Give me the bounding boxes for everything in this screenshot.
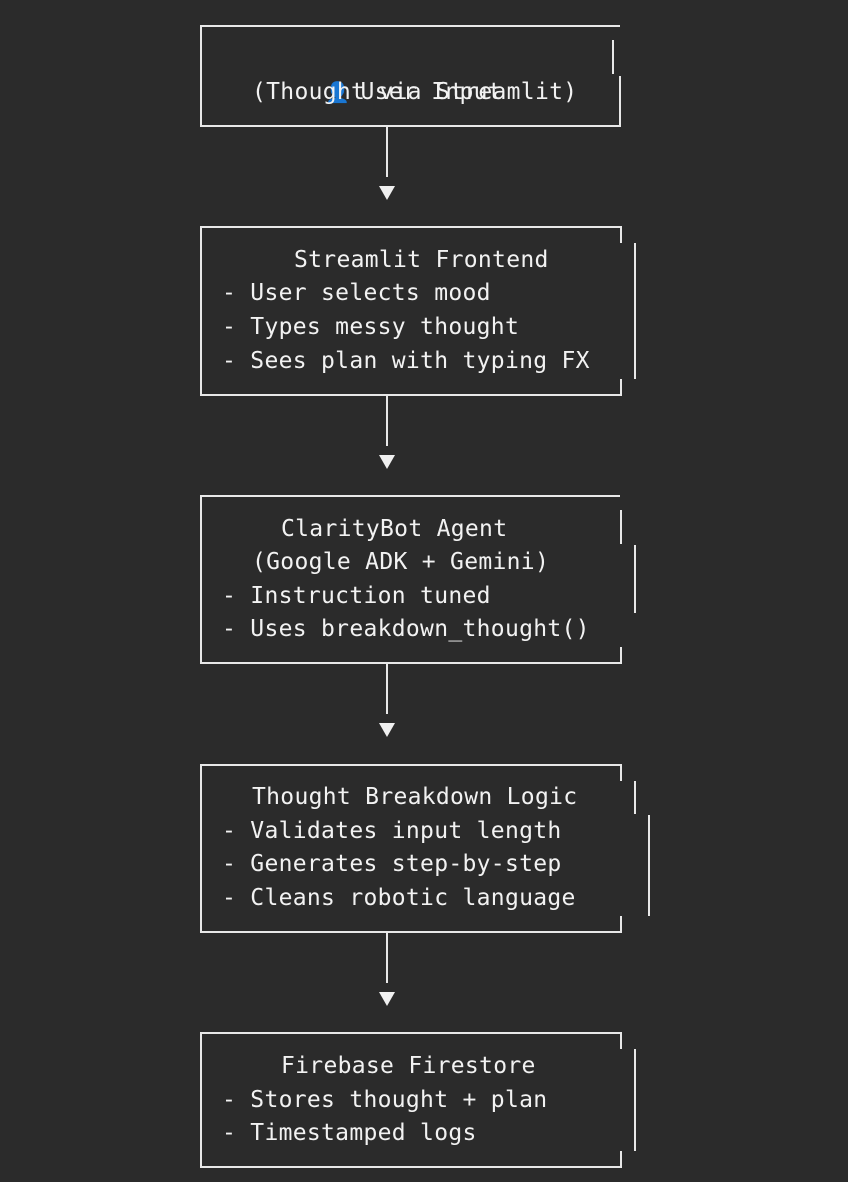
node-streamlit-frontend-right-border-c (620, 379, 622, 396)
arrow-4-stem (386, 933, 388, 983)
node-streamlit-frontend-title: Streamlit Frontend (294, 247, 549, 273)
node-firebase-firestore-item-2: - Timestamped logs (222, 1120, 477, 1146)
node-claritybot-agent-left-border (200, 495, 202, 664)
node-firebase-firestore-title: Firebase Firestore (281, 1053, 536, 1079)
node-streamlit-frontend-left-border (200, 226, 202, 396)
arrow-3-stem (386, 664, 388, 714)
node-user-input-left-border (200, 25, 202, 127)
user-icon: 👤 (325, 80, 351, 104)
node-thought-breakdown-logic (200, 764, 620, 933)
node-streamlit-frontend-item-2: - Types messy thought (222, 314, 520, 340)
node-user-input-right-border-a (612, 40, 614, 74)
arrow-1-head (379, 186, 395, 200)
node-thought-breakdown-logic-right-border-d (620, 916, 622, 933)
node-firebase-firestore-left-border (200, 1032, 202, 1168)
node-claritybot-agent-subtitle: (Google ADK + Gemini) (252, 549, 550, 575)
arrow-2-stem (386, 396, 388, 446)
node-thought-breakdown-logic-right-border-b (634, 781, 636, 814)
node-claritybot-agent-title: ClarityBot Agent (281, 516, 508, 542)
node-user-input-title: 👤User Input (297, 41, 502, 109)
node-thought-breakdown-logic-item-3: - Cleans robotic language (222, 885, 576, 911)
node-thought-breakdown-logic-item-1: - Validates input length (222, 818, 562, 844)
node-thought-breakdown-logic-item-2: - Generates step-by-step (222, 851, 562, 877)
arrow-2-head (379, 455, 395, 469)
node-claritybot-agent-right-border-b (634, 545, 636, 613)
node-streamlit-frontend-right-border-a (620, 226, 622, 243)
node-firebase-firestore-item-1: - Stores thought + plan (222, 1087, 548, 1113)
node-thought-breakdown-logic-title: Thought Breakdown Logic (252, 784, 578, 810)
node-user-input-subtitle: (Thought via Streamlit) (252, 79, 578, 105)
node-firebase-firestore-right-border-c (620, 1151, 622, 1168)
arrow-4-head (379, 992, 395, 1006)
node-firebase-firestore-right-border-b (634, 1049, 636, 1151)
node-thought-breakdown-logic-left-border (200, 764, 202, 933)
node-claritybot-agent-item-2: - Uses breakdown_thought() (222, 616, 590, 642)
node-firebase-firestore-right-border-a (620, 1032, 622, 1049)
arrow-1-stem (386, 127, 388, 177)
node-claritybot-agent-item-1: - Instruction tuned (222, 583, 491, 609)
node-thought-breakdown-logic-right-border-c (648, 815, 650, 916)
node-streamlit-frontend-item-3: - Sees plan with typing FX (222, 348, 590, 374)
node-user-input (200, 25, 620, 127)
node-firebase-firestore (200, 1032, 620, 1168)
node-user-input-right-border-b (619, 76, 621, 127)
arrow-3-head (379, 723, 395, 737)
node-streamlit-frontend (200, 226, 620, 396)
node-claritybot-agent-right-border-c (620, 647, 622, 664)
node-thought-breakdown-logic-right-border-a (620, 764, 622, 781)
node-claritybot-agent-right-border-a (620, 510, 622, 544)
node-claritybot-agent (200, 495, 620, 664)
node-streamlit-frontend-right-border-b (634, 243, 636, 379)
node-streamlit-frontend-item-1: - User selects mood (222, 280, 491, 306)
